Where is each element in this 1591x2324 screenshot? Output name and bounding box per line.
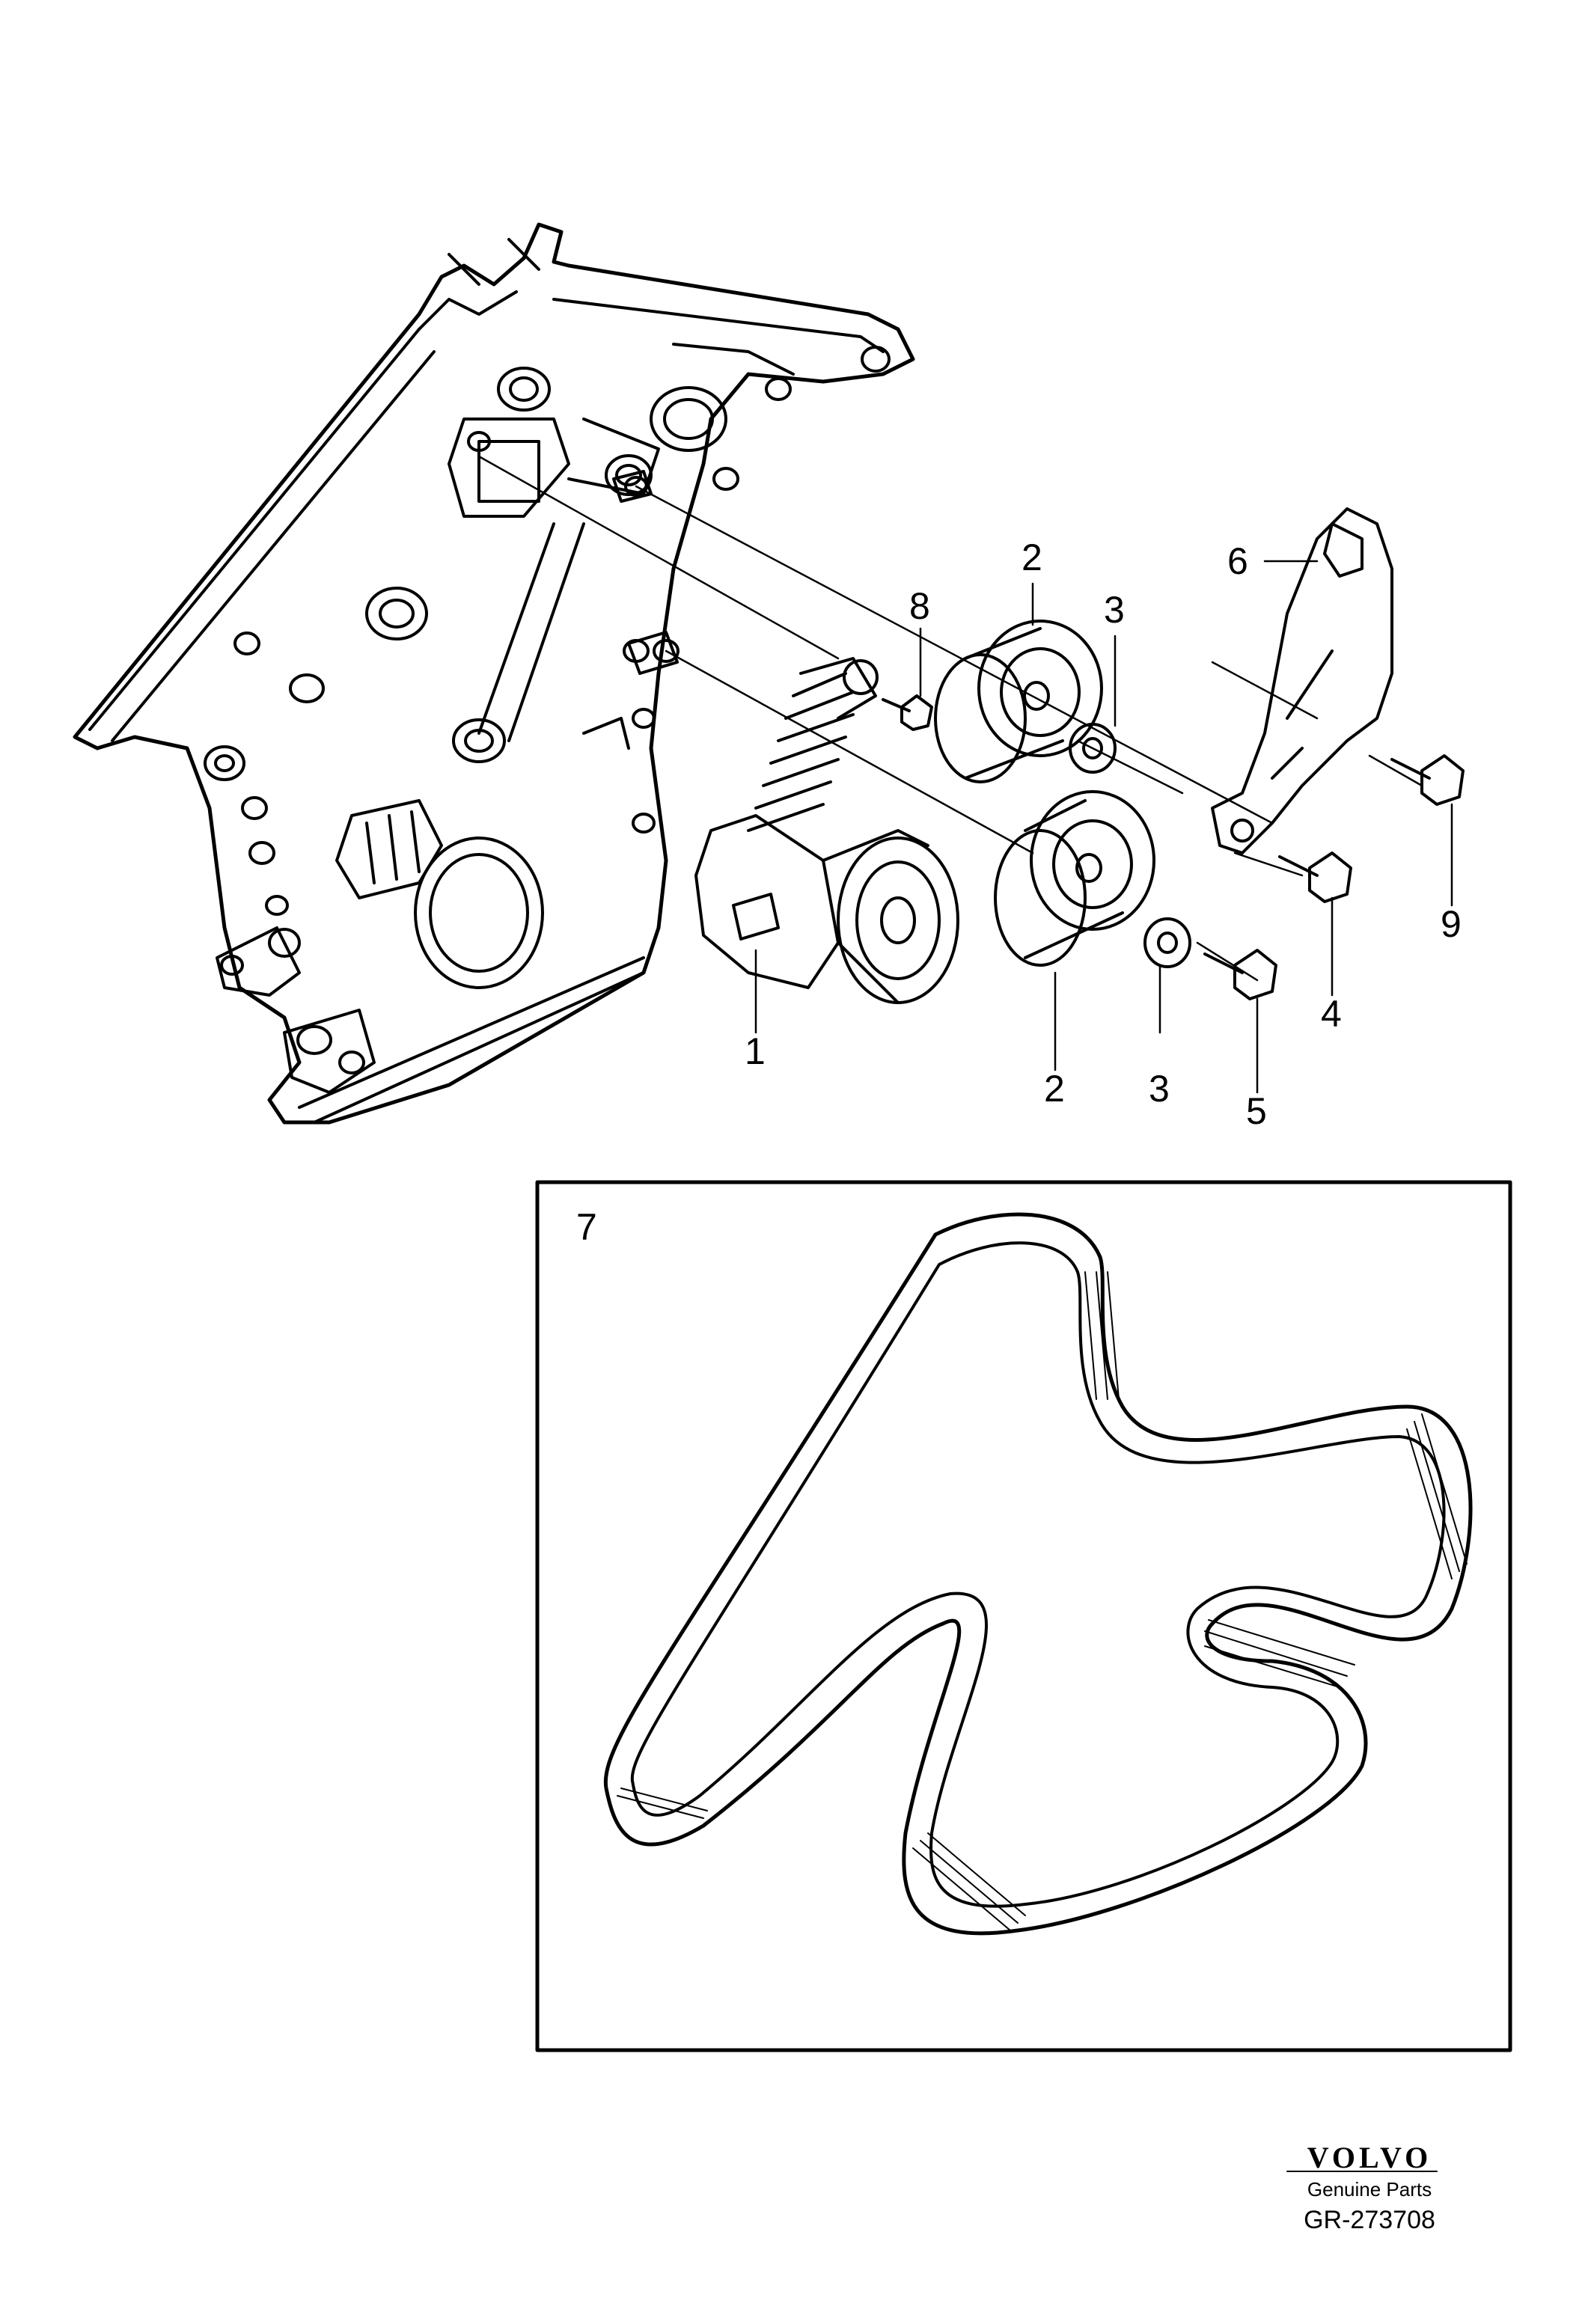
- callout-part-5: 5: [1246, 1090, 1267, 1132]
- callout-part-3-lower: 3: [1149, 1068, 1170, 1110]
- part-4-bolt: [1278, 851, 1352, 903]
- callout-part-6: 6: [1227, 540, 1248, 582]
- belt-inset-frame: [535, 1180, 1512, 2052]
- part-9-bolt: [1390, 754, 1465, 806]
- callout-part-4: 4: [1321, 993, 1342, 1035]
- part-3-washer-upper: [1069, 723, 1117, 774]
- part-2-idler-pulley-upper: [934, 620, 1103, 783]
- callout-part-2-lower: 2: [1044, 1068, 1065, 1110]
- assembly-axis-lines: [477, 455, 1423, 982]
- diagram-reference: GR-273708: [1304, 2206, 1435, 2234]
- part-2-idler-pulley-lower: [994, 790, 1155, 967]
- timing-cover: [73, 222, 915, 1125]
- callout-part-9: 9: [1441, 903, 1462, 945]
- callout-part-1: 1: [745, 1030, 766, 1072]
- callout-part-2-upper: 2: [1022, 536, 1042, 578]
- part-1-belt-tensioner: [694, 657, 959, 1004]
- part-6-bracket: [1211, 507, 1393, 854]
- part-7-ribbed-drive-belt: [603, 1212, 1473, 1936]
- brand-subtitle: Genuine Parts: [1307, 2178, 1432, 2201]
- brand-logo: VOLVO: [1307, 2141, 1432, 2174]
- part-3-washer-lower: [1143, 917, 1191, 968]
- callout-part-8: 8: [909, 585, 930, 627]
- callout-part-7: 7: [576, 1206, 597, 1248]
- callout-leaders: [754, 560, 1453, 1094]
- part-5-bolt: [1203, 949, 1277, 1000]
- part-8-bolt: [882, 694, 933, 731]
- callout-part-3-upper: 3: [1104, 589, 1125, 631]
- footer: VOLVO Genuine Parts GR-273708: [1272, 2140, 1467, 2235]
